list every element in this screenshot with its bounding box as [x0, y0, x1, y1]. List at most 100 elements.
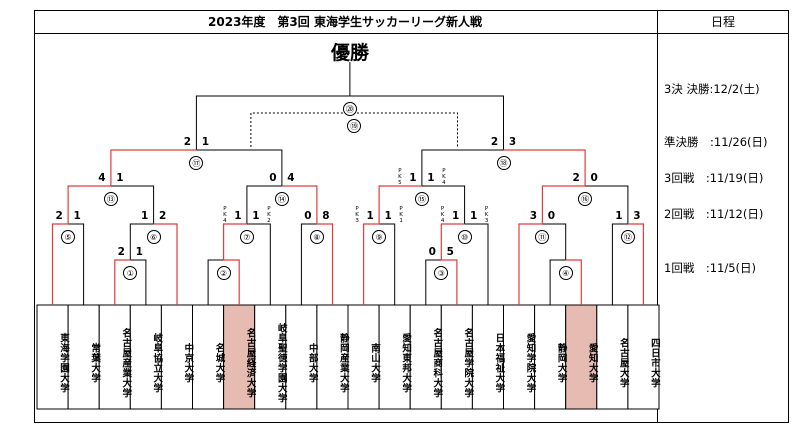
team-name: 静岡産業大学 — [337, 333, 349, 393]
bracket-line — [627, 223, 644, 305]
team-name: 中部大学 — [306, 343, 318, 383]
team-name: 四日市大学 — [648, 338, 660, 388]
bracket-line — [421, 185, 466, 224]
schedule-round: 3決 決勝 — [664, 82, 710, 96]
match-number: ⑰ — [189, 156, 204, 170]
team-box — [565, 304, 598, 410]
schedule-row-round3: 3回戦 :11/19(日) — [664, 171, 764, 185]
score-right: 1 — [427, 172, 435, 184]
score-right: 1 — [135, 246, 143, 258]
score-left: 4 — [98, 172, 106, 184]
team-box — [36, 304, 69, 410]
team-box — [471, 304, 504, 410]
team-box — [503, 304, 536, 410]
bracket-line — [379, 223, 396, 305]
score-left: 1 — [451, 210, 460, 222]
schedule-round: 3回戦 — [664, 171, 695, 185]
bracket-line — [441, 259, 458, 305]
bracket-line — [503, 149, 586, 186]
schedule-round: 1回戦 — [664, 261, 695, 275]
schedule-row-round1: 1回戦 :11/5(日) — [664, 261, 757, 275]
bracket-line — [223, 223, 247, 260]
score-right: 1 — [73, 210, 81, 222]
schedule-row-semifinal: 準決勝 :11/26(日) — [664, 135, 768, 149]
bracket-line — [196, 149, 283, 186]
score-left: 0 — [304, 210, 312, 222]
bracket-line — [67, 185, 111, 224]
schedule-date: 11/19(日) — [709, 171, 764, 185]
score-right: 0 — [590, 172, 598, 184]
score-right: 4 — [287, 172, 295, 184]
match-number: ③ — [434, 266, 449, 280]
score-left: 1 — [409, 172, 417, 184]
bracket-line — [549, 259, 566, 305]
match-number: ⑥ — [146, 230, 161, 244]
score-right: 0 — [547, 210, 556, 222]
score-right: 8 — [322, 210, 330, 222]
champion-label: 優勝 — [330, 42, 369, 64]
score-left: 2 — [572, 172, 580, 184]
score-left: 3 — [529, 210, 538, 222]
score-left: 1 — [615, 210, 623, 222]
schedule-date: 12/2(土) — [713, 82, 760, 96]
team-name: 日本福祉大学 — [493, 333, 505, 393]
score-left: 1 — [234, 210, 242, 222]
bracket-line — [130, 259, 147, 305]
team-box — [223, 304, 256, 410]
bracket-line — [246, 185, 282, 224]
bracket-line — [464, 223, 489, 305]
schedule-date: 11/26(日) — [713, 135, 768, 149]
bracket-line — [425, 259, 442, 305]
match-number: ① — [123, 266, 138, 280]
bracket-line — [246, 223, 271, 305]
schedule-date: 11/12(日) — [709, 207, 764, 221]
team-box — [98, 304, 131, 410]
match-number: ② — [216, 266, 231, 280]
schedule-date: 11/5(日) — [709, 261, 757, 275]
team-name: 愛知学院大学 — [524, 333, 536, 393]
score-right: 5 — [446, 246, 454, 258]
score-left: 2 — [55, 210, 63, 222]
bracket-line — [110, 149, 197, 186]
score-right: 1 — [201, 136, 210, 148]
team-name: 東海学園大学 — [58, 333, 69, 393]
team-box — [534, 304, 567, 410]
match-number: ④ — [558, 266, 573, 280]
bracket-line — [153, 223, 178, 305]
schedule-title: 日程 — [710, 15, 735, 29]
match-number: ⑭ — [274, 192, 289, 206]
score-left: 2 — [490, 136, 499, 148]
team-name: 名古屋大学 — [617, 338, 629, 388]
bracket-line — [114, 259, 131, 305]
score-right: 3 — [633, 210, 641, 222]
bracket-line — [518, 223, 543, 305]
team-name: 岐阜聖徳学園大学 — [275, 323, 287, 403]
bracket-line — [541, 185, 586, 224]
score-left: 0 — [269, 172, 277, 184]
bracket-line — [421, 149, 504, 186]
match-number: ⑪ — [535, 230, 550, 244]
team-name: 常葉大学 — [89, 343, 101, 383]
schedule-round: 2回戦 — [664, 207, 695, 221]
page-title: 2023年度 第3回 東海学生サッカーリーグ新人戦 — [208, 15, 482, 29]
bracket-line — [611, 223, 628, 305]
score-left: 2 — [117, 246, 125, 258]
schedule-row-final: 3決 決勝:12/2(土) — [664, 82, 760, 96]
team-name: 名古屋産業大学 — [120, 328, 132, 398]
outer-border — [34, 10, 789, 423]
team-box — [409, 304, 442, 410]
match-number: ⑱ — [496, 156, 511, 170]
bracket-line — [223, 259, 240, 305]
bracket-line — [349, 95, 504, 150]
score-right: 1 — [252, 210, 260, 222]
team-name: 南山大学 — [369, 343, 380, 383]
match-number: ⑮ — [414, 192, 429, 206]
score-right: 3 — [508, 136, 517, 148]
bracket-line — [129, 223, 154, 260]
match-number: ⑩ — [457, 230, 472, 244]
team-name: 愛知東邦大学 — [400, 333, 412, 393]
